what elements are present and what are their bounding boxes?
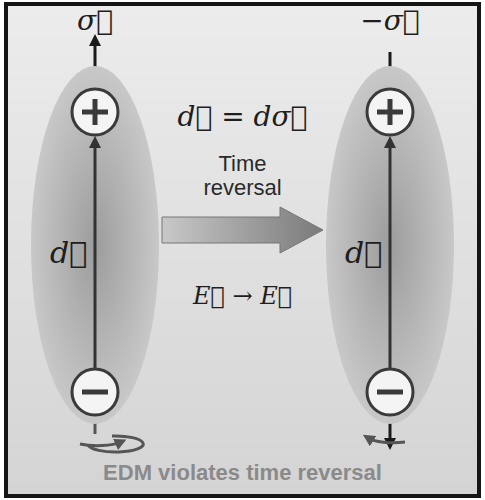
ellipse-shape bbox=[30, 65, 160, 425]
dipole-ellipse: d⃗ bbox=[30, 65, 160, 425]
caption: EDM violates time reversal bbox=[10, 460, 475, 486]
spin-label: σ⃗ bbox=[70, 4, 120, 37]
dipole-label: d⃗ bbox=[50, 235, 87, 270]
equation: d⃗ = dσ⃗ bbox=[165, 100, 320, 133]
field-relation: E⃗ → E⃗ bbox=[165, 282, 320, 310]
spin-label: −σ⃗ bbox=[345, 4, 435, 37]
time-reversal-arrow: Time reversal bbox=[160, 152, 325, 267]
ellipse-shape bbox=[325, 65, 455, 425]
dipole-label: d⃗ bbox=[345, 235, 382, 270]
dipole-ellipse: d⃗ bbox=[325, 65, 455, 425]
arrow-label: Time reversal bbox=[193, 152, 293, 200]
